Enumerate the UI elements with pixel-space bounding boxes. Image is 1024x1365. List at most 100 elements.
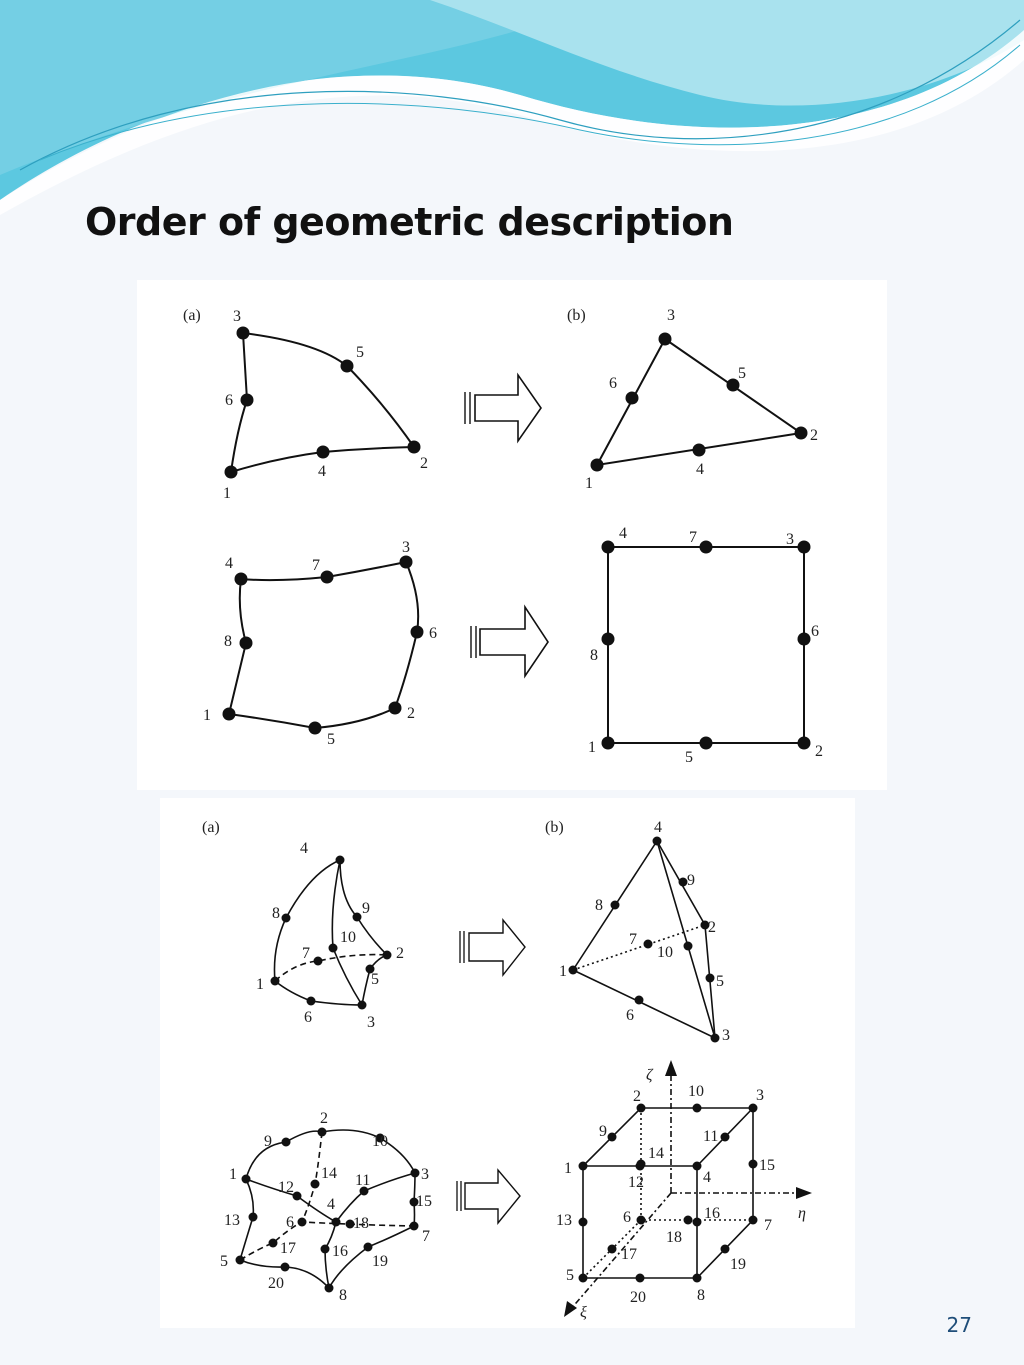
- node-label: 1: [559, 963, 567, 980]
- node-label: 2: [320, 1110, 328, 1127]
- node-label: 1: [256, 976, 264, 993]
- node-label: 8: [590, 647, 598, 664]
- node-label: 6: [626, 1007, 634, 1024]
- node-label: 17: [621, 1246, 637, 1263]
- node-label: 7: [764, 1217, 772, 1234]
- node-label: 8: [697, 1287, 705, 1304]
- label-top-a: (a): [183, 307, 201, 324]
- node-label: 1: [203, 707, 211, 724]
- axis-label-zeta: ζ: [646, 1067, 654, 1084]
- node-label: 18: [353, 1215, 369, 1232]
- node-label: 6: [225, 392, 233, 409]
- figure-2d-elements: (a) (b) 1 2 3 4 5 6 1 2 3 4 5 6 1 2 3 4 …: [137, 280, 887, 790]
- arrow-top-1: [474, 372, 542, 444]
- node-label: 5: [327, 731, 335, 748]
- node-label: 5: [566, 1267, 574, 1284]
- node-label: 1: [229, 1166, 237, 1183]
- node-label: 6: [304, 1009, 312, 1026]
- node-label: 14: [648, 1145, 664, 1162]
- node-label: 5: [716, 973, 724, 990]
- arrow-bottom-1: [468, 918, 526, 978]
- node-label: 9: [687, 872, 695, 889]
- node-label: 10: [657, 944, 673, 961]
- node-label: 1: [588, 739, 596, 756]
- node-label: 19: [730, 1256, 746, 1273]
- label-bottom-b: (b): [545, 819, 564, 836]
- node-label: 3: [233, 308, 241, 325]
- node-label: 3: [367, 1014, 375, 1031]
- node-label: 3: [421, 1166, 429, 1183]
- node-label: 2: [420, 455, 428, 472]
- node-label: 2: [633, 1088, 641, 1105]
- node-label: 2: [396, 945, 404, 962]
- node-label: 20: [268, 1275, 284, 1292]
- node-label: 8: [272, 905, 280, 922]
- curved-quad-edges: [228, 560, 420, 730]
- node-label: 5: [356, 344, 364, 361]
- page-number: 27: [946, 1313, 972, 1337]
- node-label: 11: [703, 1128, 718, 1145]
- node-label: 3: [722, 1027, 730, 1044]
- node-label: 17: [280, 1240, 296, 1257]
- axis-label-xi: ξ: [580, 1304, 587, 1321]
- node-label: 19: [372, 1253, 388, 1270]
- label-bottom-a: (a): [202, 819, 220, 836]
- axis-label-eta: η: [798, 1205, 806, 1222]
- node-label: 7: [302, 945, 310, 962]
- node-label: 18: [666, 1229, 682, 1246]
- node-label: 13: [556, 1212, 572, 1229]
- node-label: 11: [355, 1172, 370, 1189]
- figure-3d-elements: (a) (b) 1 2 3 4 5 6 7 8 9 10 1 2 3 4 5 6…: [160, 798, 855, 1328]
- arrow-top-2: [479, 604, 549, 679]
- straight-quad-edges: [607, 546, 805, 744]
- arrow-bottom-2: [464, 1168, 521, 1225]
- node-label: 15: [416, 1193, 432, 1210]
- node-label: 12: [628, 1174, 644, 1191]
- node-label: 2: [407, 705, 415, 722]
- node-label: 4: [327, 1196, 335, 1213]
- node-label: 6: [609, 375, 617, 392]
- node-label: 10: [688, 1083, 704, 1100]
- label-top-b: (b): [567, 307, 586, 324]
- node-label: 5: [371, 971, 379, 988]
- node-label: 2: [815, 743, 823, 760]
- slide-title: Order of geometric description: [85, 200, 734, 244]
- straight-tetra-edges: [571, 839, 717, 1040]
- node-label: 8: [224, 633, 232, 650]
- node-label: 12: [278, 1179, 294, 1196]
- node-label: 5: [738, 365, 746, 382]
- node-label: 10: [340, 929, 356, 946]
- node-label: 14: [321, 1165, 337, 1182]
- node-label: 4: [619, 525, 627, 542]
- node-label: 3: [667, 307, 675, 324]
- node-label: 6: [811, 623, 819, 640]
- node-label: 13: [224, 1212, 240, 1229]
- node-label: 8: [339, 1287, 347, 1304]
- node-label: 16: [332, 1243, 348, 1260]
- node-label: 5: [220, 1253, 228, 1270]
- node-label: 1: [564, 1160, 572, 1177]
- node-label: 4: [654, 819, 662, 836]
- node-label: 9: [362, 900, 370, 917]
- node-label: 4: [318, 463, 326, 480]
- node-label: 1: [223, 485, 231, 502]
- node-label: 7: [689, 529, 697, 546]
- node-label: 9: [599, 1123, 607, 1140]
- node-label: 6: [429, 625, 437, 642]
- node-label: 20: [630, 1289, 646, 1306]
- node-label: 4: [225, 555, 233, 572]
- node-label: 4: [300, 840, 308, 857]
- node-label: 7: [312, 557, 320, 574]
- node-label: 4: [696, 461, 704, 478]
- node-label: 2: [708, 919, 716, 936]
- node-label: 1: [585, 475, 593, 492]
- node-label: 5: [685, 749, 693, 766]
- node-label: 6: [623, 1209, 631, 1226]
- node-label: 16: [704, 1205, 720, 1222]
- node-label: 3: [756, 1087, 764, 1104]
- node-label: 2: [810, 427, 818, 444]
- node-label: 9: [264, 1133, 272, 1150]
- node-label: 8: [595, 897, 603, 914]
- node-label: 4: [703, 1169, 711, 1186]
